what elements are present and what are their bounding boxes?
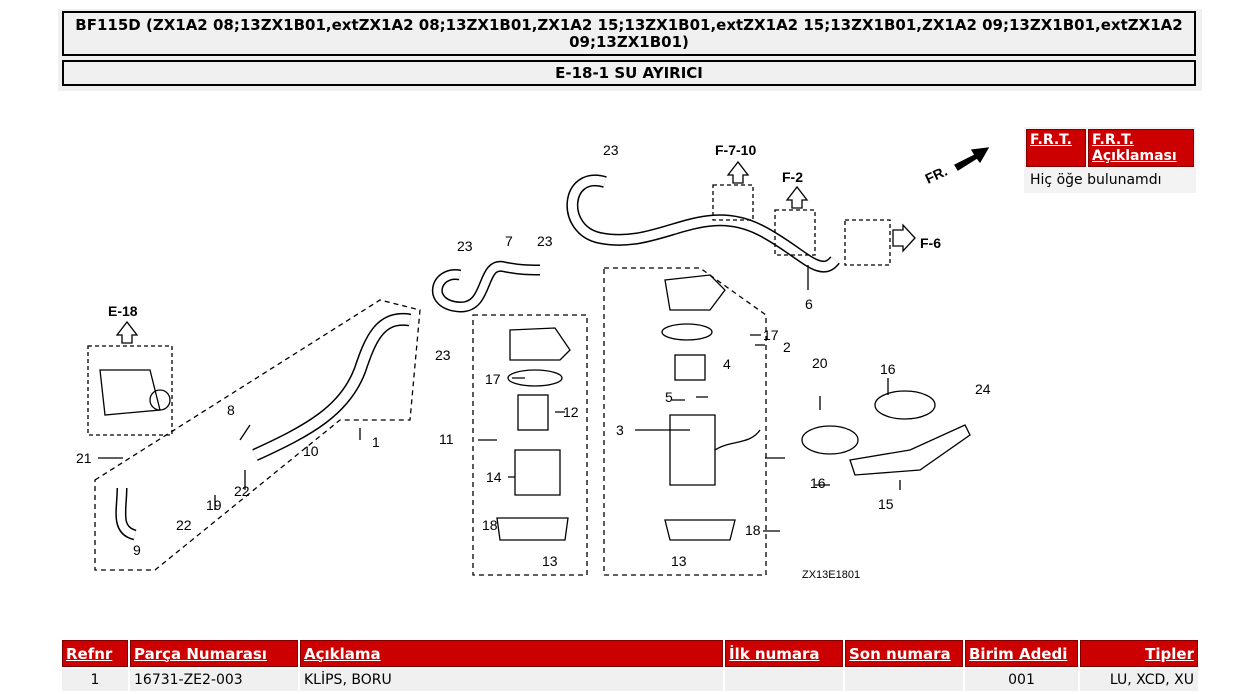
hose-group-outline: [94, 299, 421, 571]
e18-arrow: [115, 320, 139, 344]
pump-body: [99, 369, 161, 416]
bracket-16b: [801, 425, 859, 455]
cell-unit-qty: 001: [965, 669, 1078, 691]
callout-15: 15: [878, 496, 894, 512]
ref-e18[interactable]: E-18: [108, 303, 138, 319]
callout-23c: 23: [537, 233, 553, 249]
callout-21: 21: [76, 450, 92, 466]
col-first-number-label: İlk numara: [729, 644, 820, 663]
filter-cup: [514, 449, 561, 496]
callout-12: 12: [563, 404, 579, 420]
callout-7: 7: [505, 233, 513, 249]
ref-f2[interactable]: F-2: [782, 169, 803, 185]
fr-label: FR.: [923, 163, 950, 187]
f6-arrow: [892, 223, 916, 253]
col-refnr[interactable]: Refnr: [62, 640, 128, 667]
frt-col-description[interactable]: F.R.T. Açıklaması: [1088, 129, 1194, 167]
f2-arrow: [785, 185, 809, 209]
callout-9: 9: [133, 542, 141, 558]
col-refnr-label: Refnr: [66, 644, 113, 663]
frt-empty-row: Hiç öğe bulunamdı: [1026, 169, 1194, 191]
filter-element: [517, 394, 549, 431]
callout-20: 20: [812, 355, 828, 371]
col-last-number[interactable]: Son numara: [845, 640, 963, 667]
callout-6: 6: [805, 296, 813, 312]
callout-19: 19: [206, 497, 222, 513]
callout-13a: 13: [542, 553, 558, 569]
col-types-label: Tipler: [1145, 644, 1194, 663]
col-part-number[interactable]: Parça Numarası: [130, 640, 298, 667]
col-unit-qty[interactable]: Birim Adedi: [965, 640, 1078, 667]
callout-8: 8: [227, 402, 235, 418]
parts-header-row: Refnr Parça Numarası Açıklama İlk numara…: [62, 640, 1198, 667]
diagram-code: ZX13E1801: [802, 569, 860, 581]
group-2-outline: [603, 267, 767, 576]
f710-arrow: [726, 160, 750, 184]
cell-first-number: [725, 669, 843, 691]
model-title-text: BF115D (ZX1A2 08;13ZX1B01,extZX1A2 08;13…: [75, 16, 1183, 51]
callout-17a: 17: [763, 327, 779, 343]
callout-16a: 16: [880, 361, 896, 377]
callout-23d: 23: [435, 347, 451, 363]
callout-22b: 22: [234, 483, 250, 499]
callout-17b: 17: [485, 371, 501, 387]
callout-23b: 23: [457, 238, 473, 254]
col-description[interactable]: Açıklama: [300, 640, 723, 667]
parts-diagram: E-18 F-7-10 F-2 F-6 FR. ZX13E1801 1 2 3 …: [76, 142, 991, 581]
callout-10: 10: [303, 443, 319, 459]
callout-13b: 13: [671, 553, 687, 569]
col-part-number-label: Parça Numarası: [134, 644, 267, 663]
frt-table: F.R.T. F.R.T. Açıklaması Hiç öğe bulunam…: [1024, 127, 1196, 193]
callout-2: 2: [783, 339, 791, 355]
callout-14: 14: [486, 469, 502, 485]
cell-part-number: 16731-ZE2-003: [130, 669, 298, 691]
ref-f710[interactable]: F-7-10: [715, 142, 756, 158]
callout-4: 4: [723, 356, 731, 372]
cell-refnr: 1: [62, 669, 128, 691]
col-description-label: Açıklama: [304, 644, 381, 663]
title-background: [58, 9, 1202, 91]
callout-3: 3: [616, 422, 624, 438]
hose-10: [252, 312, 412, 461]
table-row[interactable]: 1 16731-ZE2-003 KLİPS, BORU 001 LU, XCD,…: [62, 669, 1198, 691]
separator-cover: [664, 274, 726, 311]
cell-description: KLİPS, BORU: [300, 669, 723, 691]
callout-22a: 22: [176, 517, 192, 533]
callout-24: 24: [975, 381, 991, 397]
callout-18a: 18: [482, 517, 498, 533]
frt-col-code-label: F.R.T.: [1030, 132, 1072, 148]
cell-types: LU, XCD, XU: [1080, 669, 1198, 691]
parts-table: Refnr Parça Numarası Açıklama İlk numara…: [60, 638, 1200, 693]
e18-outline: [87, 345, 173, 436]
group-11-outline: [472, 314, 588, 576]
col-first-number[interactable]: İlk numara: [725, 640, 843, 667]
bracket-16a: [874, 390, 936, 420]
col-last-number-label: Son numara: [849, 644, 951, 663]
cell-last-number: [845, 669, 963, 691]
callout-5: 5: [665, 389, 673, 405]
model-title: BF115D (ZX1A2 08;13ZX1B01,extZX1A2 08;13…: [62, 11, 1196, 56]
callout-1: 1: [372, 434, 380, 450]
callout-11: 11: [439, 431, 454, 447]
col-types[interactable]: Tipler: [1080, 640, 1198, 667]
ref-f6[interactable]: F-6: [920, 235, 941, 251]
frt-col-code[interactable]: F.R.T.: [1026, 129, 1086, 167]
separator-cup: [669, 414, 716, 486]
frt-header-row: F.R.T. F.R.T. Açıklaması: [1026, 129, 1194, 167]
callout-18b: 18: [745, 522, 761, 538]
callout-23a: 23: [603, 142, 619, 158]
col-unit-qty-label: Birim Adedi: [969, 644, 1068, 663]
bracket-15: [849, 424, 971, 476]
fr-arrow: [954, 147, 990, 171]
filter-cover: [509, 327, 571, 361]
frt-empty-message: Hiç öğe bulunamdı: [1026, 169, 1194, 191]
callout-16b: 16: [810, 475, 826, 491]
section-title: E-18-1 SU AYIRICI: [62, 60, 1196, 86]
section-title-text: E-18-1 SU AYIRICI: [555, 64, 703, 82]
frt-col-description-label: F.R.T. Açıklaması: [1092, 132, 1177, 164]
